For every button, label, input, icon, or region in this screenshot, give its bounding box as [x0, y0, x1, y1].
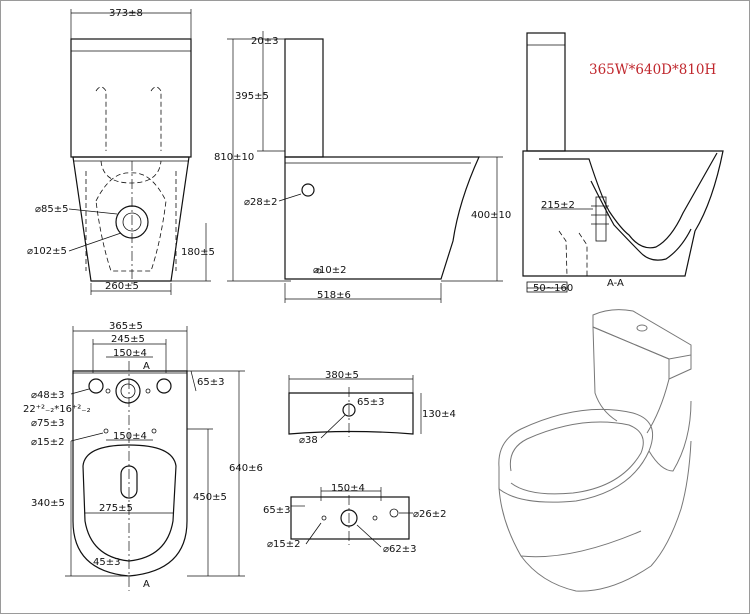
section-mark-top: A	[143, 361, 150, 372]
dim-tank-width: 380±5	[325, 370, 359, 381]
dim-base-width: 260±5	[105, 281, 139, 292]
side-elevation: 20±3 395±5 810±10 ⌀28±2 400±10 ⌀10±2 518…	[214, 31, 511, 303]
dim-base-length: 518±6	[317, 290, 351, 301]
dim-trap: 215±2	[541, 200, 575, 211]
dim-outlet-height: 180±5	[181, 247, 215, 258]
dim-hole-75: ⌀75±3	[31, 418, 65, 429]
dim-pan-depth: 340±5	[31, 498, 65, 509]
dim-slot: 22⁺²₋₂*16⁺²₋₂	[23, 404, 91, 415]
dim-inlet-diameter: ⌀28±2	[244, 197, 278, 208]
dim-edge-offset: 65±3	[263, 505, 290, 516]
dim-outlet-diameter: ⌀102±5	[27, 246, 67, 257]
dim-bowl-height: 400±10	[471, 210, 511, 221]
dim-spud-diameter: ⌀85±5	[35, 204, 69, 215]
dim-wall-gap: 50~160	[533, 283, 573, 294]
dim-top-offset: 20±3	[251, 36, 278, 47]
toilet-3d-illustration	[498, 309, 692, 592]
tank-bottom-view: 150±4 65±3 ⌀26±2 ⌀15±2 ⌀62±3	[263, 483, 447, 555]
dim-hole-spacing-mid: 150±4	[113, 431, 147, 442]
dim-hole-spacing-bottom: 150±4	[331, 483, 365, 494]
dim-seat-depth: 450±5	[193, 492, 227, 503]
dim-hole-15: ⌀15±2	[31, 437, 65, 448]
dim-inner-width: 245±5	[111, 334, 145, 345]
dim-button-offset: 65±3	[357, 397, 384, 408]
dim-hole-48: ⌀48±3	[31, 390, 65, 401]
dim-outlet-bottom: ⌀62±3	[383, 544, 417, 555]
dim-seat-width: 275±5	[99, 503, 133, 514]
section-label: A-A	[607, 278, 624, 289]
dim-width-top: 373±8	[109, 8, 143, 19]
dim-total-depth: 640±6	[229, 463, 263, 474]
dim-button-diameter: ⌀38	[299, 435, 318, 446]
dim-tank-height-front: 130±4	[422, 409, 456, 420]
dim-outer-width: 365±5	[109, 321, 143, 332]
plan-view: 365±5 245±5 150±4 A ⌀48±3 22⁺²₋₂*16⁺²₋₂ …	[23, 321, 263, 591]
tank-front-view: 380±5 65±3 130±4 ⌀38	[288, 370, 456, 446]
section-mark-bottom: A	[143, 579, 150, 590]
dim-hole-spacing-top: 150±4	[113, 348, 147, 359]
dim-bottom-offset: 45±3	[93, 557, 120, 568]
dim-bolt-hole-bottom: ⌀15±2	[267, 539, 301, 550]
dim-tank-height: 395±5	[235, 91, 269, 102]
dim-small-hole: ⌀26±2	[413, 509, 447, 520]
spec-title: 365W*640D*810H	[589, 62, 717, 78]
front-elevation: 373±8 ⌀85±5 ⌀102±5 180±5 260±5	[27, 8, 215, 295]
dim-bolt-hole: ⌀10±2	[313, 265, 347, 276]
dim-total-height: 810±10	[214, 152, 254, 163]
section-view: 215±2 50~160 A-A	[522, 32, 724, 294]
dim-tank-depth: 65±3	[197, 377, 224, 388]
